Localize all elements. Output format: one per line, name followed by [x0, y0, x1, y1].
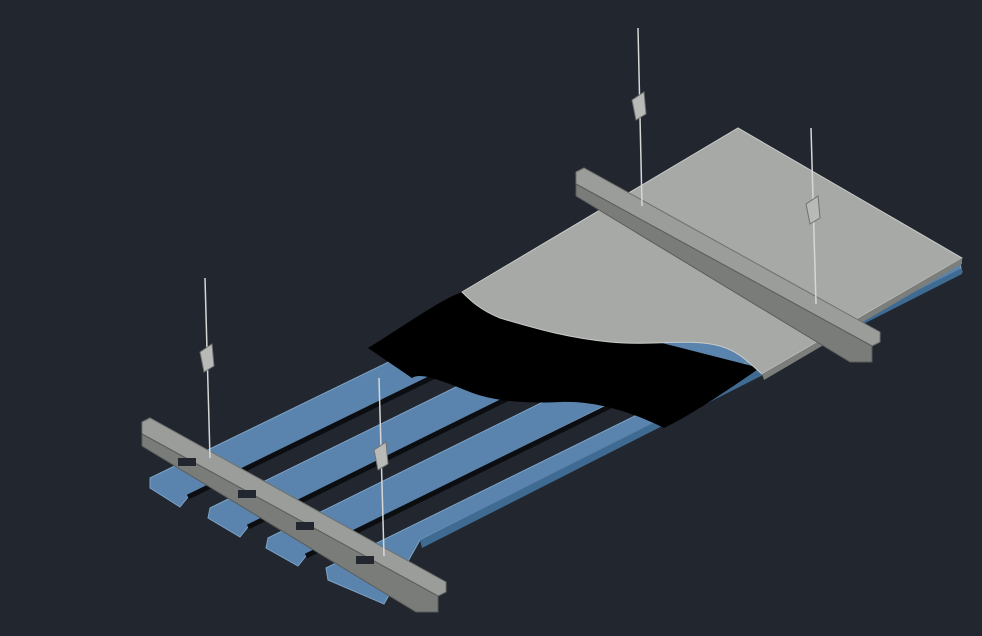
spring-clip-icon	[631, 91, 647, 121]
black-insulation-layer	[368, 292, 760, 428]
rail-notch	[356, 556, 374, 564]
carrier-rail-front[interactable]	[141, 417, 447, 613]
rail-notch	[238, 490, 256, 498]
spring-clip-icon	[199, 343, 215, 373]
hanger-rod-back-left[interactable]	[631, 27, 647, 207]
hanger-rod-front-left[interactable]	[199, 277, 215, 459]
rail-notch	[178, 458, 196, 466]
carrier-rail-back[interactable]	[575, 167, 881, 363]
rail-notch	[296, 522, 314, 530]
hanger-rod-front-right[interactable]	[373, 377, 389, 557]
hanger-rod-back-right[interactable]	[805, 127, 821, 305]
spring-clip-icon	[805, 195, 821, 225]
spring-clip-icon	[373, 441, 389, 471]
